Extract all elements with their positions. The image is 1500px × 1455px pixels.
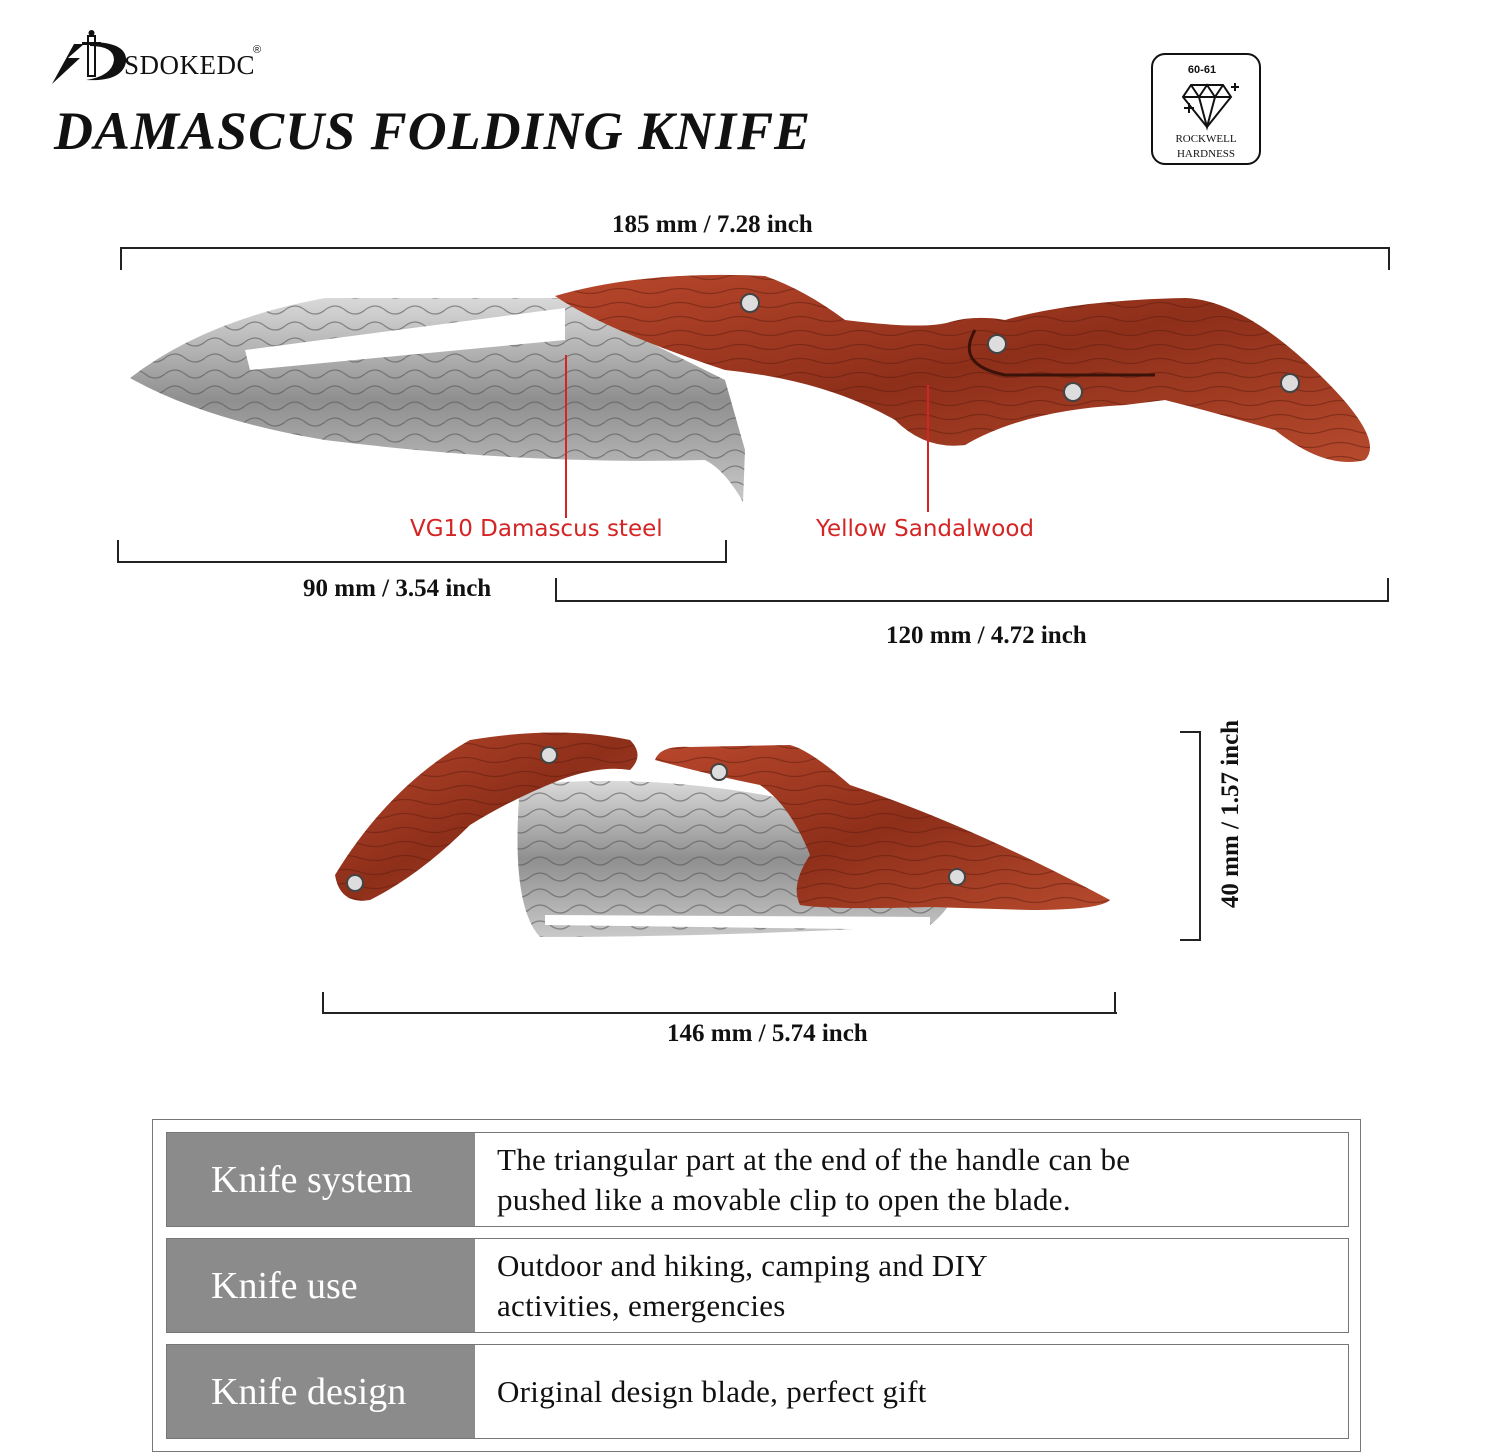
spec-label: Knife design [167,1345,475,1438]
dimension-tick [1387,578,1389,602]
blade-dimension-line [117,561,727,563]
blade-length-label: 90 mm / 3.54 inch [303,575,492,602]
dimension-tick [1180,939,1201,941]
brand-name: SDOKEDC [124,50,256,80]
spec-row-system: Knife system The triangular part at the … [166,1132,1349,1227]
registered-mark: ® [253,44,262,56]
spec-row-design: Knife design Original design blade, perf… [166,1344,1349,1439]
dimension-tick [1114,992,1116,1014]
open-knife-image [130,274,1370,502]
folded-length-label: 146 mm / 5.74 inch [667,1020,868,1047]
page-title: DAMASCUS FOLDING KNIFE [54,101,812,161]
folded-height-label: 40 mm / 1.57 inch [1217,719,1244,909]
height-dimension-line [1199,731,1201,941]
handle-material-label: Yellow Sandalwood [816,516,1035,542]
handle-pointer-line [927,385,929,512]
spec-table: Knife system The triangular part at the … [152,1119,1361,1452]
handle-dimension-line [555,600,1389,602]
folded-knife-image [335,732,1110,937]
dimension-tick [117,540,119,563]
dimension-tick [120,247,122,270]
diamond-icon [1181,83,1239,131]
dimension-tick [322,992,324,1014]
overall-length-label: 185 mm / 7.28 inch [612,211,813,238]
handle-length-label: 120 mm / 4.72 inch [886,622,1087,649]
dimension-tick [725,540,727,563]
spec-label: Knife use [167,1239,475,1332]
blade-material-label: VG10 Damascus steel [410,516,663,542]
brand-logo-icon [52,30,127,84]
spec-value: Original design blade, perfect gift [497,1373,927,1409]
dimension-tick [555,578,557,602]
overall-dimension-line [120,247,1390,249]
dimension-tick [1388,247,1390,270]
folded-dimension-line [322,1012,1117,1014]
spec-label: Knife system [167,1133,475,1226]
spec-row-use: Knife use Outdoor and hiking, camping an… [166,1238,1349,1333]
blade-pointer-line [565,355,567,518]
hardness-value: 60-61 [1187,64,1217,76]
dimension-tick [1180,731,1201,733]
spec-value: The triangular part at the end of the ha… [497,1141,1131,1217]
